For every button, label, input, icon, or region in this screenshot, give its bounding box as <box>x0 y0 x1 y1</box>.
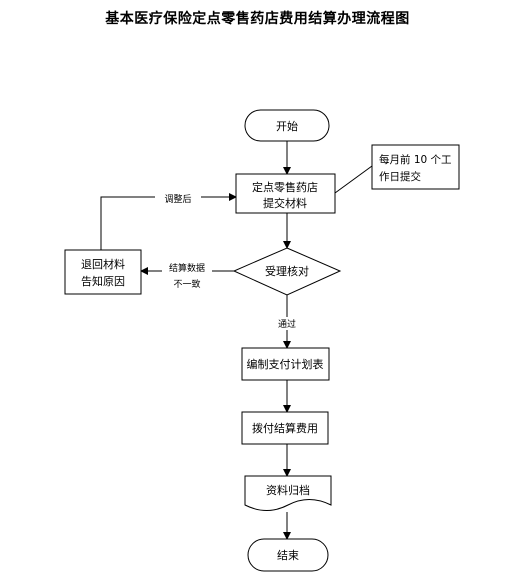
edge-label-mismatch-line1: 结算数据 <box>169 262 205 274</box>
page-title: 基本医疗保险定点零售药店费用结算办理流程图 <box>105 11 410 27</box>
submit-materials-node <box>235 173 336 214</box>
end-node <box>247 538 329 572</box>
start-node <box>244 109 330 142</box>
deadline-note-line1: 每月前 10 个工 <box>379 153 452 166</box>
return-materials-line2: 告知原因 <box>81 274 125 288</box>
start-node-label: 开始 <box>276 119 298 133</box>
archive-document-node <box>244 475 332 511</box>
pay-settlement-node <box>241 411 329 445</box>
payment-plan-node <box>241 347 330 381</box>
deadline-note-line2: 作日提交 <box>379 170 421 183</box>
payment-plan-label: 编制支付计划表 <box>247 357 324 371</box>
submit-materials-line1: 定点零售药店 <box>252 180 318 194</box>
end-node-label: 结束 <box>277 549 299 562</box>
deadline-note-node <box>371 144 460 190</box>
return-materials-node <box>64 249 142 295</box>
pay-settlement-label: 拨付结算费用 <box>252 421 318 435</box>
return-materials-line1: 退回材料 <box>81 257 125 271</box>
edge-label-mismatch-line2: 不一致 <box>173 278 200 290</box>
review-decision-node <box>232 247 342 296</box>
edge-note-connector <box>334 165 373 194</box>
edge-label-passed: 通过 <box>278 318 296 330</box>
submit-materials-line2: 提交材料 <box>263 196 307 210</box>
review-decision-label: 受理核对 <box>265 264 309 278</box>
archive-document-label: 资料归档 <box>266 483 310 497</box>
edge-label-adjusted: 调整后 <box>164 193 191 205</box>
